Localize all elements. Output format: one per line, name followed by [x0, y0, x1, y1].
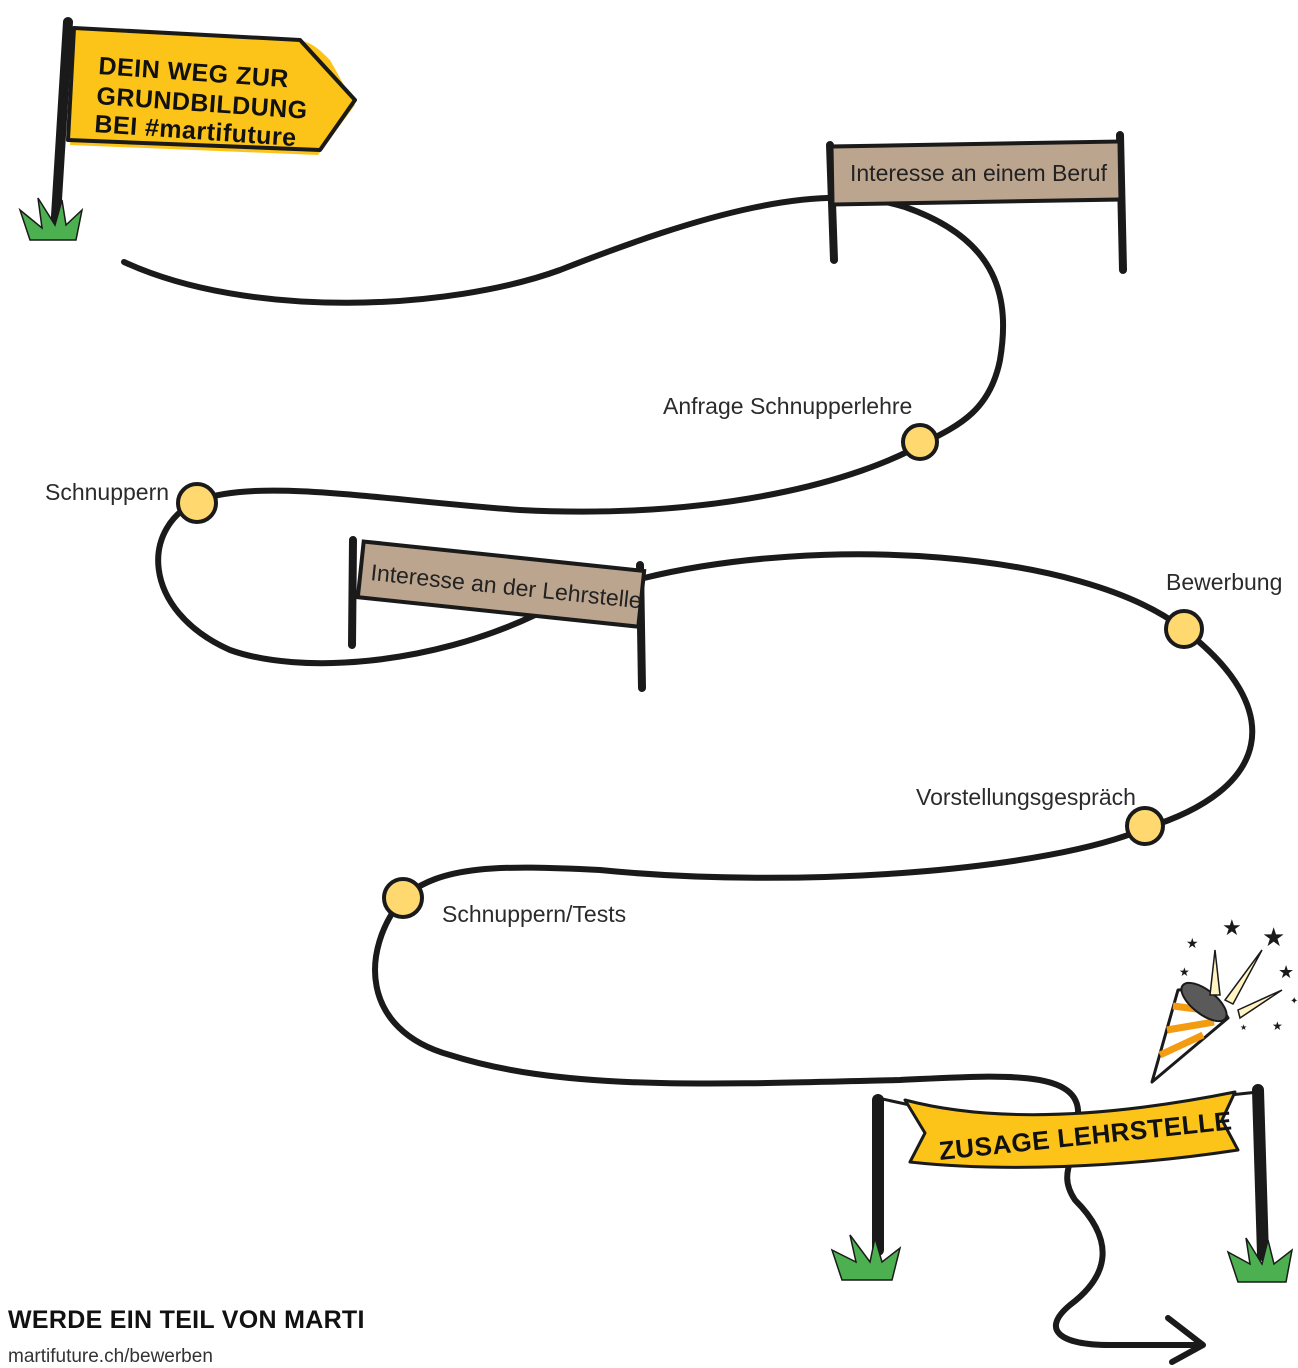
- milestone-bewerbung: Bewerbung: [1166, 569, 1282, 647]
- milestone-bewerbung-label: Bewerbung: [1166, 569, 1282, 595]
- party-popper-icon: ★ ★ ★ ★ ★ ★ ★ ✦: [1152, 915, 1298, 1082]
- sign-interesse-lehrstelle: Interesse an der Lehrstelle: [352, 540, 644, 688]
- svg-text:★: ★: [1278, 962, 1294, 982]
- path-line: [124, 198, 1252, 1345]
- milestone-tests: Schnuppern/Tests: [384, 879, 626, 927]
- milestone-vorstellung-label: Vorstellungsgespräch: [916, 784, 1136, 810]
- milestone-schnuppern: Schnuppern: [45, 479, 216, 522]
- start-flag: DEIN WEG ZUR GRUNDBILDUNG BEI #martifutu…: [20, 22, 355, 240]
- svg-text:★: ★: [1240, 1023, 1247, 1032]
- sign-beruf-label: Interesse an einem Beruf: [850, 160, 1108, 186]
- svg-text:★: ★: [1262, 922, 1285, 952]
- finish-banner: ZUSAGE LEHRSTELLE: [832, 1090, 1292, 1282]
- milestone-anfrage: Anfrage Schnupperlehre: [663, 393, 937, 459]
- milestone-tests-label: Schnuppern/Tests: [442, 901, 626, 927]
- svg-text:★: ★: [1186, 935, 1199, 951]
- svg-text:✦: ✦: [1290, 996, 1298, 1007]
- grass-icon: [20, 198, 82, 240]
- grass-icon: [832, 1235, 900, 1280]
- milestone-schnuppern-label: Schnuppern: [45, 479, 169, 505]
- svg-text:★: ★: [1222, 915, 1242, 940]
- footer-title: WERDE EIN TEIL VON MARTI: [8, 1306, 365, 1335]
- svg-text:★: ★: [1272, 1019, 1283, 1033]
- svg-text:★: ★: [1179, 965, 1190, 979]
- path-end-arrow-icon: [1168, 1318, 1203, 1362]
- milestone-anfrage-label: Anfrage Schnupperlehre: [663, 393, 912, 419]
